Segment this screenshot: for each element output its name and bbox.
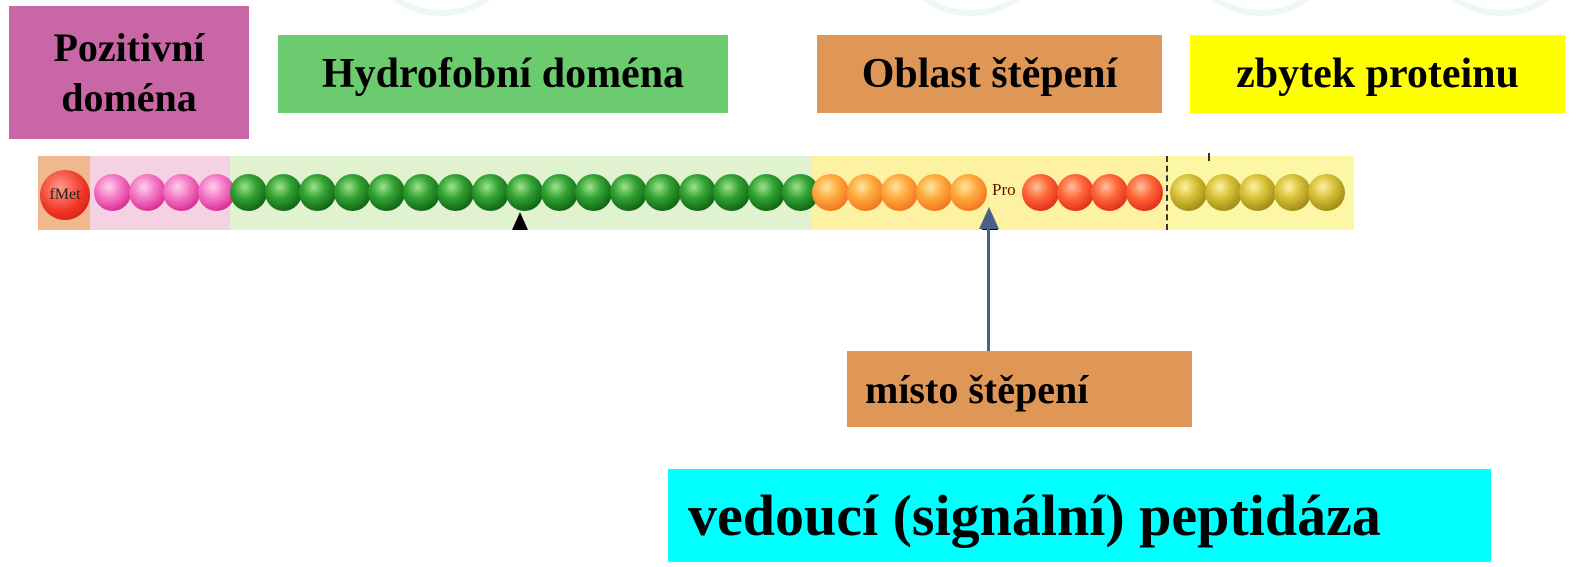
residue-bead-rest	[1308, 174, 1345, 211]
cleavage-arrow-head	[979, 207, 999, 229]
cleavage-dashed-line	[1166, 156, 1168, 230]
hydrophobic-pointer-tip	[512, 212, 528, 230]
background-arc	[1180, 0, 1342, 16]
residue-bead-cleavage-orange	[846, 174, 884, 211]
residue-bead-hydrophobic	[575, 174, 612, 211]
residue-bead-hydrophobic	[747, 174, 785, 211]
residue-bead-cleavage-red	[1125, 174, 1163, 211]
cleavage-site-label: místo štěpení	[847, 351, 1192, 427]
positive-domain-label-line2: doména	[61, 74, 197, 120]
positive-domain-label-line1: Pozitivní	[53, 24, 205, 70]
cleavage-region-label: Oblast štěpení	[817, 35, 1162, 113]
residue-bead-positive	[128, 174, 166, 211]
residue-bead-rest	[1273, 174, 1311, 211]
background-arc	[1420, 0, 1582, 16]
residue-bead-positive	[94, 174, 131, 211]
residue-bead-rest	[1239, 174, 1276, 211]
residue-bead-hydrophobic	[333, 174, 371, 211]
background-arc	[890, 0, 1052, 16]
residue-bead-hydrophobic	[299, 174, 336, 211]
signal-peptidase-label: vedoucí (signální) peptidáza	[668, 469, 1491, 562]
residue-bead-hydrophobic	[437, 174, 474, 211]
fmet-residue: fMet	[40, 170, 90, 220]
residue-bead-cleavage-orange	[881, 174, 918, 211]
pro-residue-label: Pro	[992, 180, 1016, 199]
residue-bead-hydrophobic	[678, 174, 716, 211]
cleavage-arrow-shaft	[987, 220, 990, 353]
residue-bead-hydrophobic	[402, 174, 440, 211]
residue-bead-hydrophobic	[644, 174, 681, 211]
tick-mark	[1208, 153, 1210, 161]
residue-bead-hydrophobic	[471, 174, 509, 211]
positive-domain-label: Pozitivní doména	[9, 6, 249, 139]
residue-bead-cleavage-red	[1056, 174, 1094, 211]
residue-bead-hydrophobic	[609, 174, 647, 211]
residue-bead-hydrophobic	[368, 174, 405, 211]
residue-bead-hydrophobic	[506, 174, 543, 211]
hydrophobic-domain-label: Hydrofobní doména	[278, 35, 728, 113]
residue-bead-hydrophobic	[264, 174, 302, 211]
residue-bead-positive	[163, 174, 200, 211]
residue-bead-cleavage-red	[1022, 174, 1059, 211]
peptide-chain: fMet Pro	[38, 153, 1354, 230]
residue-bead-rest	[1170, 174, 1207, 211]
residue-bead-hydrophobic	[230, 174, 267, 211]
background-arc	[360, 0, 522, 16]
residue-bead-hydrophobic	[713, 174, 750, 211]
residue-bead-rest	[1204, 174, 1242, 211]
rest-of-protein-label: zbytek proteinu	[1190, 35, 1565, 113]
residue-bead-cleavage-red	[1091, 174, 1128, 211]
residue-bead-cleavage-orange	[950, 174, 987, 211]
fmet-label: fMet	[49, 186, 81, 203]
residue-bead-positive	[197, 174, 235, 211]
residue-bead-hydrophobic	[540, 174, 578, 211]
residue-bead-cleavage-orange	[812, 174, 849, 211]
residue-bead-cleavage-orange	[915, 174, 953, 211]
